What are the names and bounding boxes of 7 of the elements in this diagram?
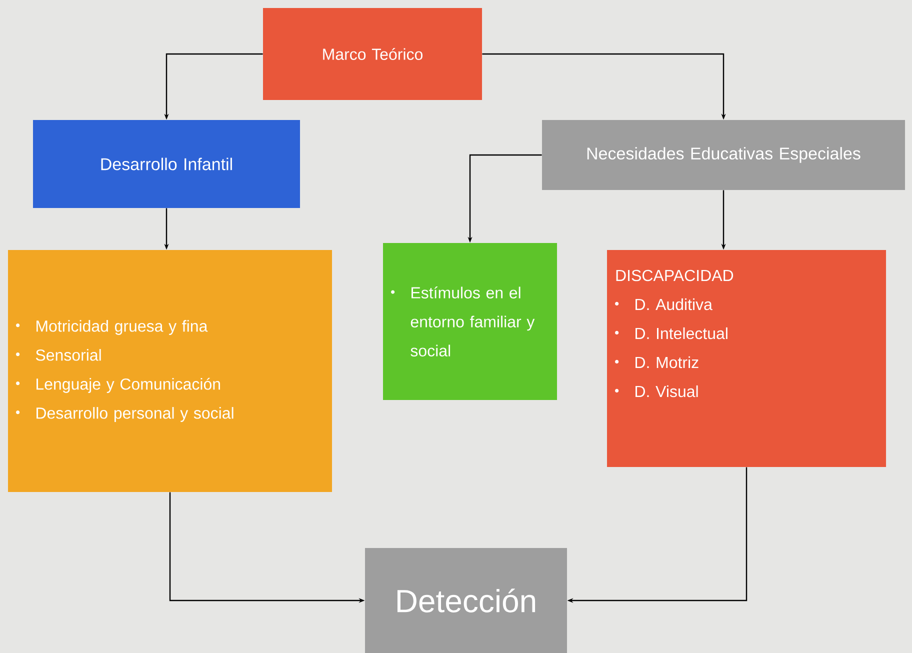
process-box: Desarrollo Infantil	[33, 120, 300, 208]
process-box: Marco Teórico	[263, 8, 482, 100]
title-box: Detección	[365, 548, 567, 653]
process-box: Necesidades Educativas Especiales	[542, 120, 905, 190]
list-box: Motricidad gruesa y fina Sensorial Lenguaje y Comunicación Desarrollo personal y social	[8, 250, 332, 492]
list-box: Estímulos en el entorno familiar y social	[383, 243, 557, 400]
list-box: DISCAPACIDAD D. Auditiva D. Intelectual D. Motriz D. Visual	[607, 250, 886, 467]
